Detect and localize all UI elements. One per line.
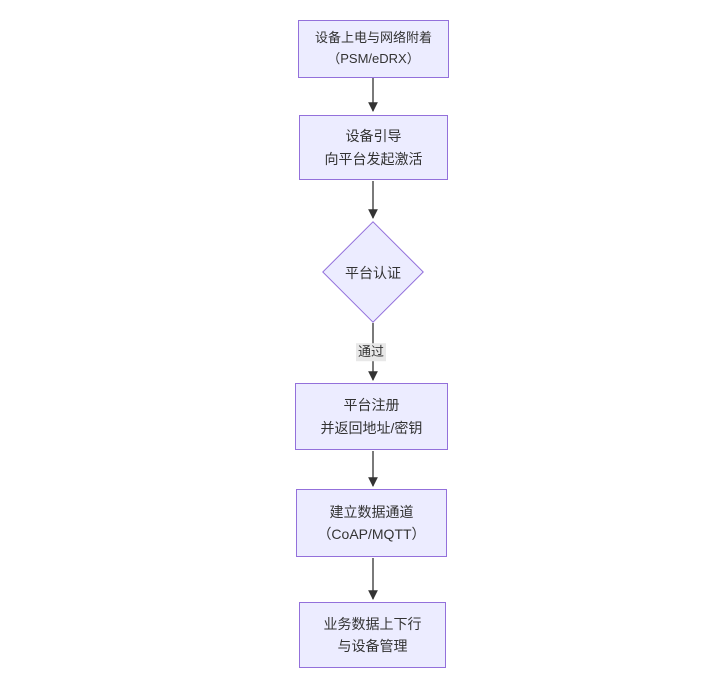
node-label-line: 与设备管理 <box>337 638 408 654</box>
node-label-line: 平台注册 <box>343 397 400 414</box>
flowchart-node-register: 平台注册 并返回地址/密钥 <box>295 383 448 450</box>
node-label-line: （CoAP/MQTT） <box>317 526 426 542</box>
edge-label-pass: 通过 <box>355 343 387 361</box>
flowchart-node-power-attach: 设备上电与网络附着 （PSM/eDRX） <box>298 20 449 78</box>
flowchart-node-business: 业务数据上下行 与设备管理 <box>299 602 446 668</box>
node-label-line: 设备上电与网络附着 <box>314 30 432 46</box>
flowchart-node-bootstrap: 设备引导 向平台发起激活 <box>299 115 448 180</box>
node-label-line: （PSM/eDRX） <box>327 51 420 66</box>
flowchart-node-platform-auth: 平台认证 <box>345 265 401 281</box>
node-label-line: 向平台发起激活 <box>324 150 423 167</box>
node-label-line: 并返回地址/密钥 <box>320 419 423 436</box>
node-label-line: 业务数据上下行 <box>323 615 422 632</box>
flowchart-node-data-channel: 建立数据通道 （CoAP/MQTT） <box>296 489 447 557</box>
node-label-line: 建立数据通道 <box>329 503 414 520</box>
node-label-line: 设备引导 <box>345 128 402 145</box>
